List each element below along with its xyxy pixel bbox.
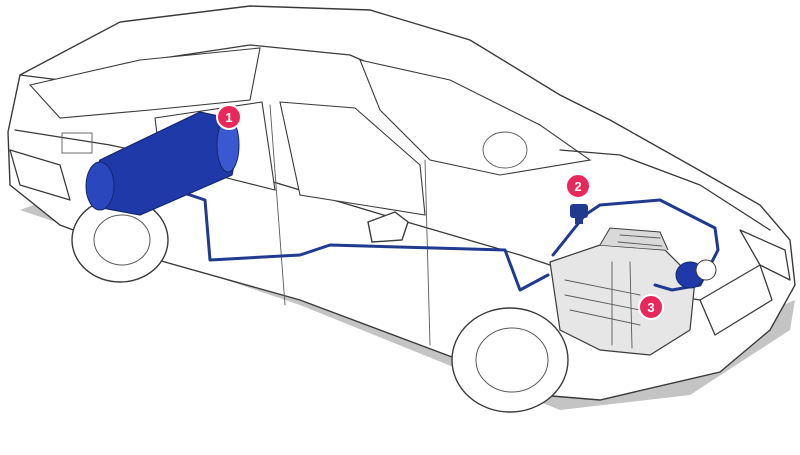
side-mirror [367, 211, 409, 243]
front-wheel [451, 307, 569, 413]
front-grille [699, 264, 773, 336]
marker-1-label: 1 [225, 110, 232, 125]
steering-wheel [482, 131, 528, 169]
rear-bumper [9, 149, 71, 201]
headlight [739, 229, 791, 281]
door-seam-rear [269, 104, 286, 306]
marker-2-label: 2 [574, 179, 581, 194]
marker-3[interactable]: 3 [638, 294, 664, 320]
hood-line [559, 149, 771, 231]
rear-window [28, 47, 261, 119]
windshield [359, 59, 592, 176]
engine-feed-line [551, 198, 720, 292]
engine-block [549, 227, 696, 356]
gas-pipeline [158, 183, 550, 292]
rear-light [61, 132, 93, 154]
pressure-regulator [570, 204, 588, 224]
marker-2[interactable]: 2 [565, 173, 591, 199]
injector-unit [675, 259, 717, 289]
door-seam-front [424, 159, 431, 346]
front-side-window [279, 101, 426, 216]
gas-tank [85, 111, 240, 216]
marker-3-label: 3 [647, 300, 654, 315]
marker-1[interactable]: 1 [216, 104, 242, 130]
